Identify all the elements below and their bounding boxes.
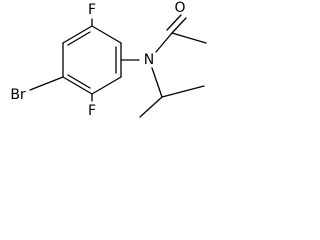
bond-carbonyl-double-2 [166, 14, 182, 31]
ring-double-bond-inner-2 [67, 74, 91, 89]
atom-fluorine-top-label: F [88, 2, 96, 18]
bond-n-isopropyl-ch [151, 67, 163, 98]
bond-carbonyl-double-1 [171, 17, 187, 34]
atom-nitrogen-label: N [144, 52, 154, 68]
benzene-ring [62, 25, 122, 95]
atom-fluorine-bottom-label: F [88, 103, 96, 119]
bond-carbonyl-methyl [171, 32, 207, 44]
atom-bromine-label: Br [10, 87, 26, 103]
ring-bond-c6-c1 [62, 25, 93, 44]
bond-n-carbonyl-c [155, 32, 173, 53]
bond-c5-br [29, 76, 64, 91]
bond-isopropyl-methyl-2 [161, 85, 205, 98]
ring-bond-c1-c2 [91, 25, 122, 44]
ring-double-bond-inner-3 [67, 31, 91, 46]
ring-bond-c3-c4 [91, 76, 122, 95]
chemical-structure: Br F F O N [10, 0, 207, 119]
bond-isopropyl-methyl-1 [139, 96, 163, 118]
ring-bond-c4-c5 [62, 76, 93, 95]
atom-oxygen-label: O [174, 0, 185, 16]
